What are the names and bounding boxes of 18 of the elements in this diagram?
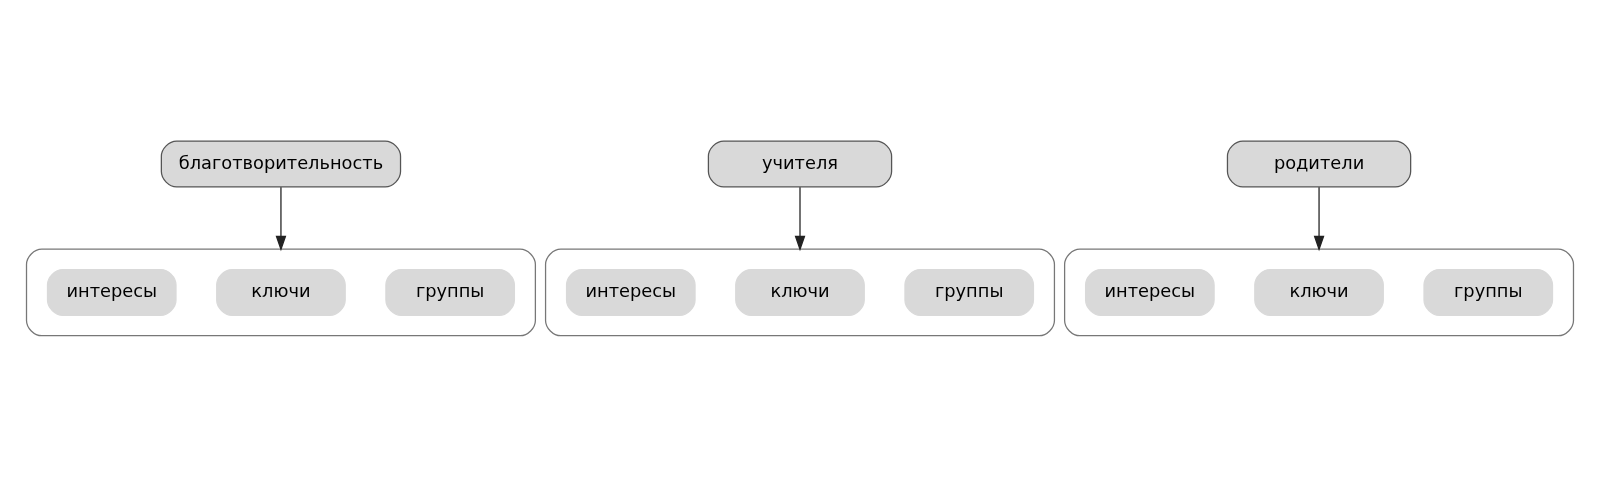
node-box: интересы: [1084, 268, 1215, 316]
cluster: [25, 248, 536, 337]
cluster: [1064, 248, 1575, 337]
node-box: ключи: [735, 268, 865, 316]
node-box: группы: [904, 268, 1035, 316]
node-box: группы: [1423, 268, 1554, 316]
node-box: интересы: [46, 268, 177, 316]
arrow: [1313, 186, 1325, 252]
cluster: [544, 248, 1056, 337]
arrow: [794, 186, 806, 252]
node-box: родители: [1226, 140, 1412, 188]
node-box: интересы: [565, 268, 696, 316]
arrow: [275, 186, 287, 252]
node-box: учителя: [707, 140, 893, 188]
node-box: ключи: [1254, 268, 1384, 316]
node-box: благотворительность: [160, 140, 402, 188]
node-box: группы: [385, 268, 516, 316]
node-box: ключи: [216, 268, 346, 316]
